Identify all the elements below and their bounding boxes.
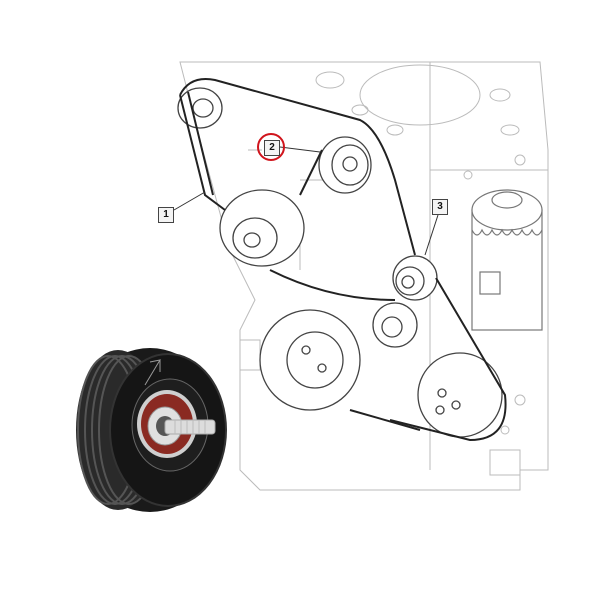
callout-1: 1 (158, 207, 174, 223)
callout-2-highlight-ring (257, 133, 285, 161)
oil-filter (471, 189, 543, 331)
drive-belt (179, 78, 507, 442)
callout-3-label: 3 (437, 201, 443, 212)
pulley-photo (76, 348, 227, 512)
callout-3: 3 (432, 199, 448, 215)
callout-2: 2 (264, 140, 280, 156)
callout-2-label: 2 (269, 142, 275, 153)
callout-1-label: 1 (163, 209, 169, 220)
